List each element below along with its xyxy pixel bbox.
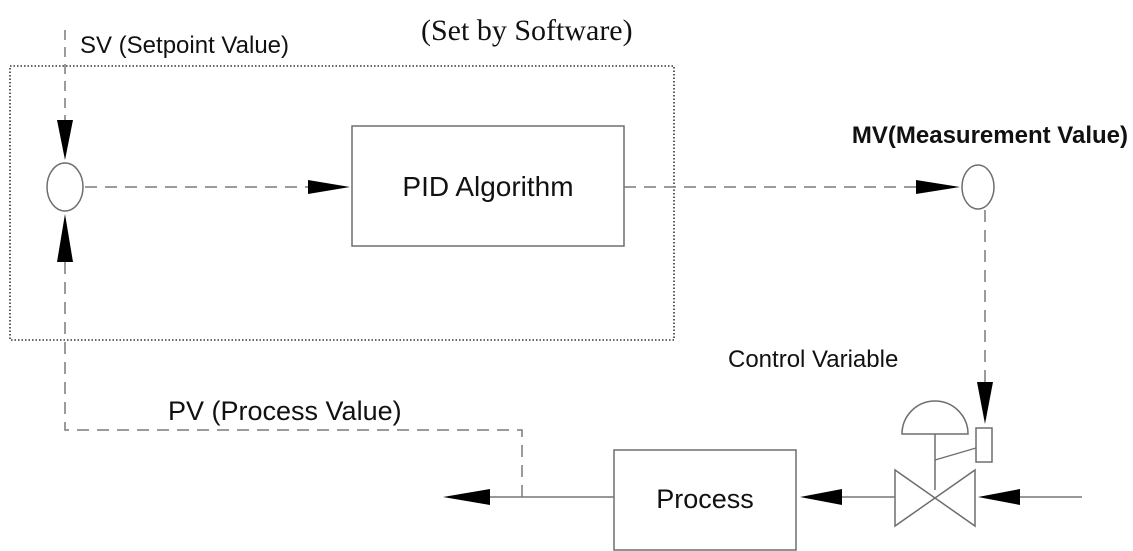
summing-junction [46, 162, 84, 212]
sv-arrow-icon [57, 120, 73, 160]
valve-actuator-dome [901, 400, 969, 435]
process-label: Process [656, 484, 754, 514]
mv-arrow-icon [916, 180, 960, 194]
pv-feedback-line [64, 262, 523, 497]
mv-node [961, 164, 995, 210]
software-note: (Set by Software) [421, 14, 633, 47]
pid-algorithm-block [351, 125, 625, 247]
control-valve-left [894, 468, 937, 528]
positioner-link [934, 447, 977, 461]
supply-arrow-icon [978, 489, 1020, 505]
actuator-arrow-icon [977, 382, 993, 424]
pid-algorithm-label: PID Algorithm [402, 171, 573, 202]
control-valve-right [933, 468, 976, 528]
pid-input-arrow-icon [308, 180, 350, 194]
process-block [613, 449, 797, 551]
mv-label: MV(Measurement Value) [852, 122, 1128, 149]
control-variable-label: Control Variable [728, 346, 898, 373]
pv-label: PV (Process Value) [168, 396, 402, 426]
process-input-arrow-icon [800, 489, 842, 505]
process-output-arrow-icon [443, 489, 490, 505]
pv-arrow-icon [57, 214, 73, 262]
valve-positioner [975, 427, 993, 463]
sv-label: SV (Setpoint Value) [80, 32, 289, 59]
